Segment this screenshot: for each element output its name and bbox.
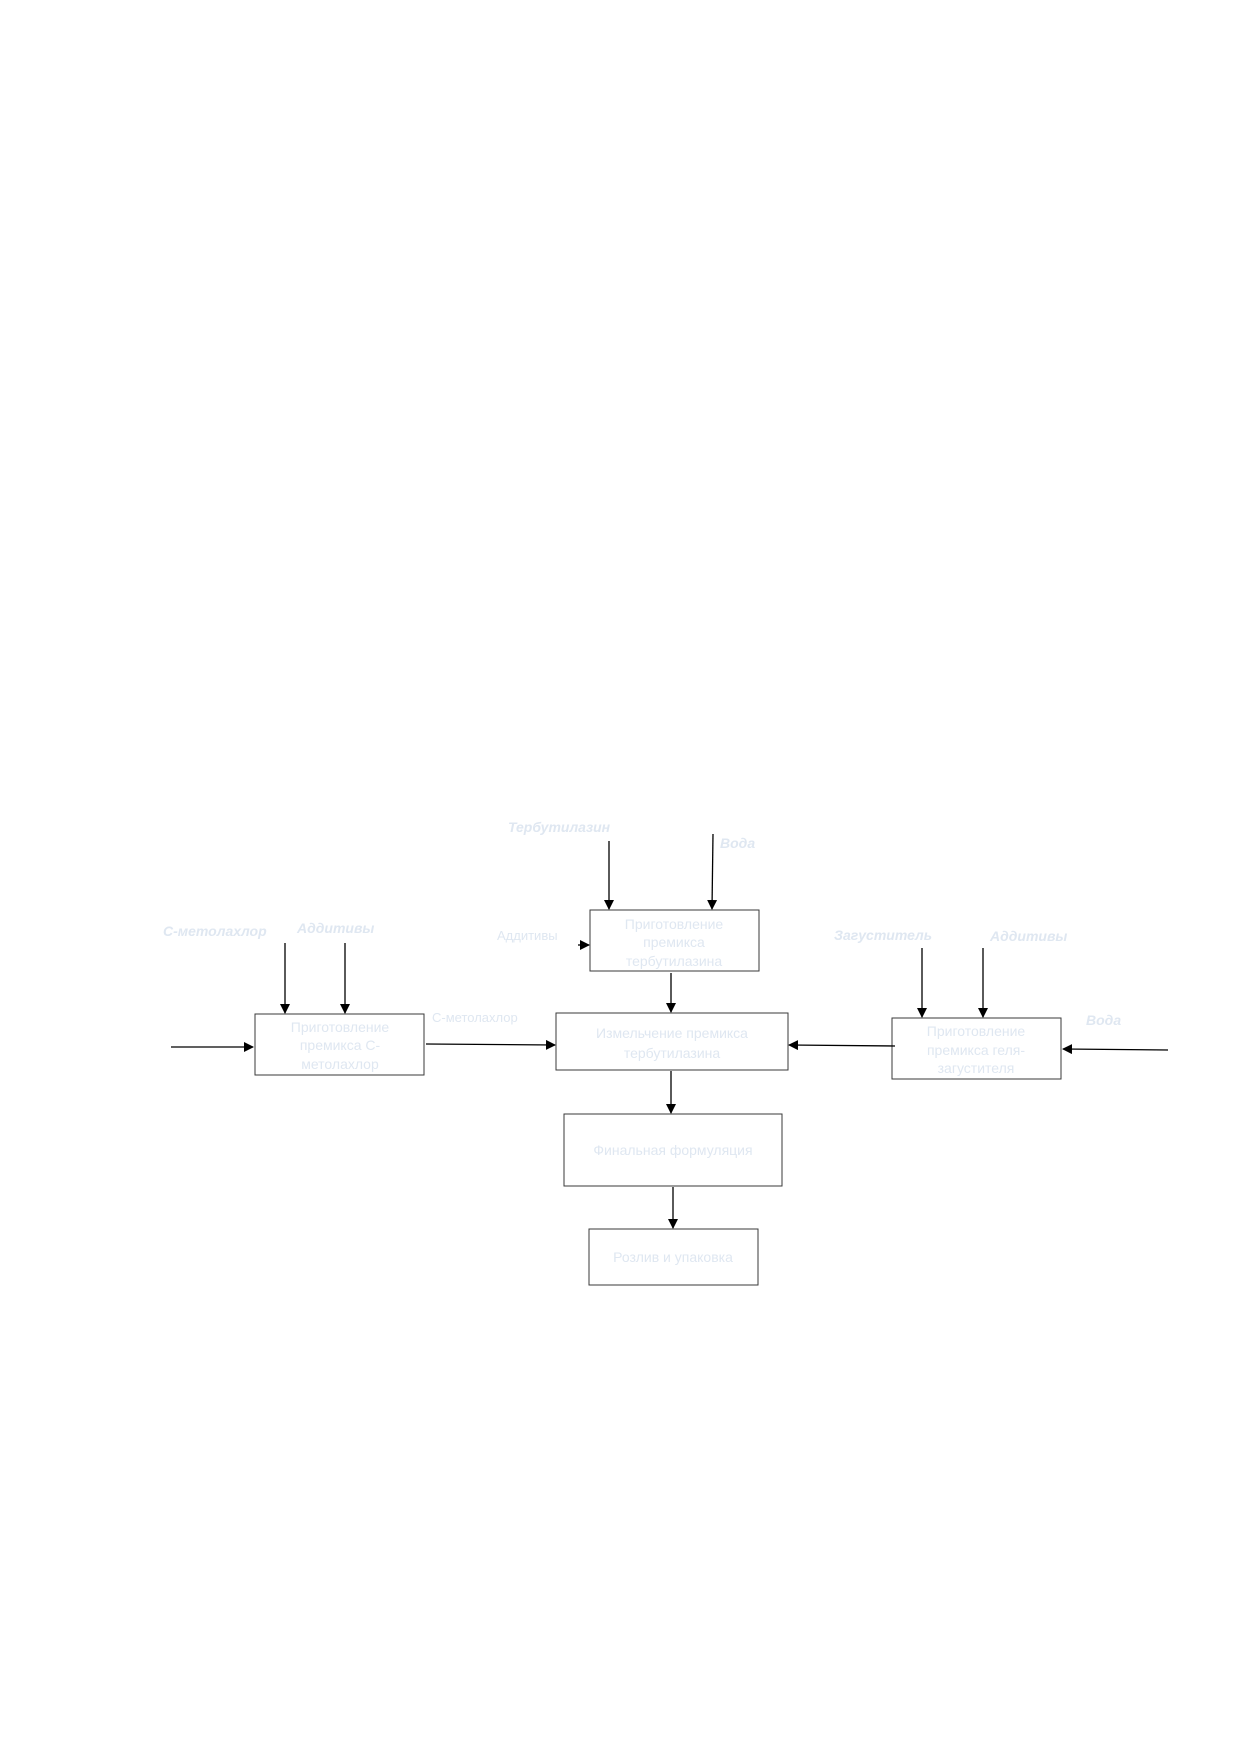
arrow-water-top-in bbox=[707, 833, 718, 910]
node-final-formulation: Финальная формуляция bbox=[563, 1113, 783, 1187]
node-milling: Измельчение премикса тербутилазина bbox=[555, 1012, 789, 1071]
label-water-top: Вода bbox=[720, 835, 755, 851]
arrow-water-right-in bbox=[1062, 1044, 1169, 1055]
node-terbutylazine-premix-line3: тербутилазина bbox=[626, 953, 723, 969]
label-water-right: Вода bbox=[1086, 1012, 1121, 1028]
node-terbutylazine-premix-line2: премикса bbox=[643, 934, 705, 950]
node-cmetolachlor-premix-line2: премикса С- bbox=[300, 1037, 381, 1053]
node-milling-line1: Измельчение премикса bbox=[596, 1025, 748, 1041]
node-packing-text: Розлив и упаковка bbox=[613, 1249, 733, 1265]
label-additives-left: Аддитивы bbox=[296, 920, 374, 936]
node-terbutylazine-premix-line1: Приготовление bbox=[625, 916, 724, 932]
label-cmetolachlor-input: С-метолахлор bbox=[163, 923, 267, 939]
label-cmetolachlor-flow: С-метолахлор bbox=[432, 1010, 518, 1025]
node-gel-premix: Приготовление премикса геля- загустителя bbox=[891, 1017, 1062, 1080]
node-gel-premix-line3: загустителя bbox=[938, 1060, 1015, 1076]
node-terbutylazine-premix: Приготовление премикса тербутилазина bbox=[589, 909, 760, 972]
node-cmetolachlor-premix-line1: Приготовление bbox=[291, 1019, 390, 1035]
label-additives-right: Аддитивы bbox=[989, 928, 1067, 944]
label-terbutylazine: Тербутилазин bbox=[508, 819, 611, 835]
node-milling-line2: тербутилазина bbox=[624, 1045, 721, 1061]
node-packing: Розлив и упаковка bbox=[588, 1228, 759, 1286]
label-thickener: Загуститель bbox=[834, 927, 932, 943]
node-cmetolachlor-premix: Приготовление премикса С- метолахлор bbox=[254, 1013, 425, 1076]
label-additives-terb: Аддитивы bbox=[497, 928, 558, 943]
node-final-formulation-text: Финальная формуляция bbox=[593, 1142, 752, 1158]
node-gel-premix-line1: Приготовление bbox=[927, 1023, 1026, 1039]
arrow-gel-premix-to-milling bbox=[788, 1040, 896, 1051]
node-gel-premix-line2: премикса геля- bbox=[927, 1042, 1025, 1058]
arrow-cmet-premix-to-milling bbox=[425, 1039, 556, 1050]
node-cmetolachlor-premix-line3: метолахлор bbox=[301, 1056, 379, 1072]
